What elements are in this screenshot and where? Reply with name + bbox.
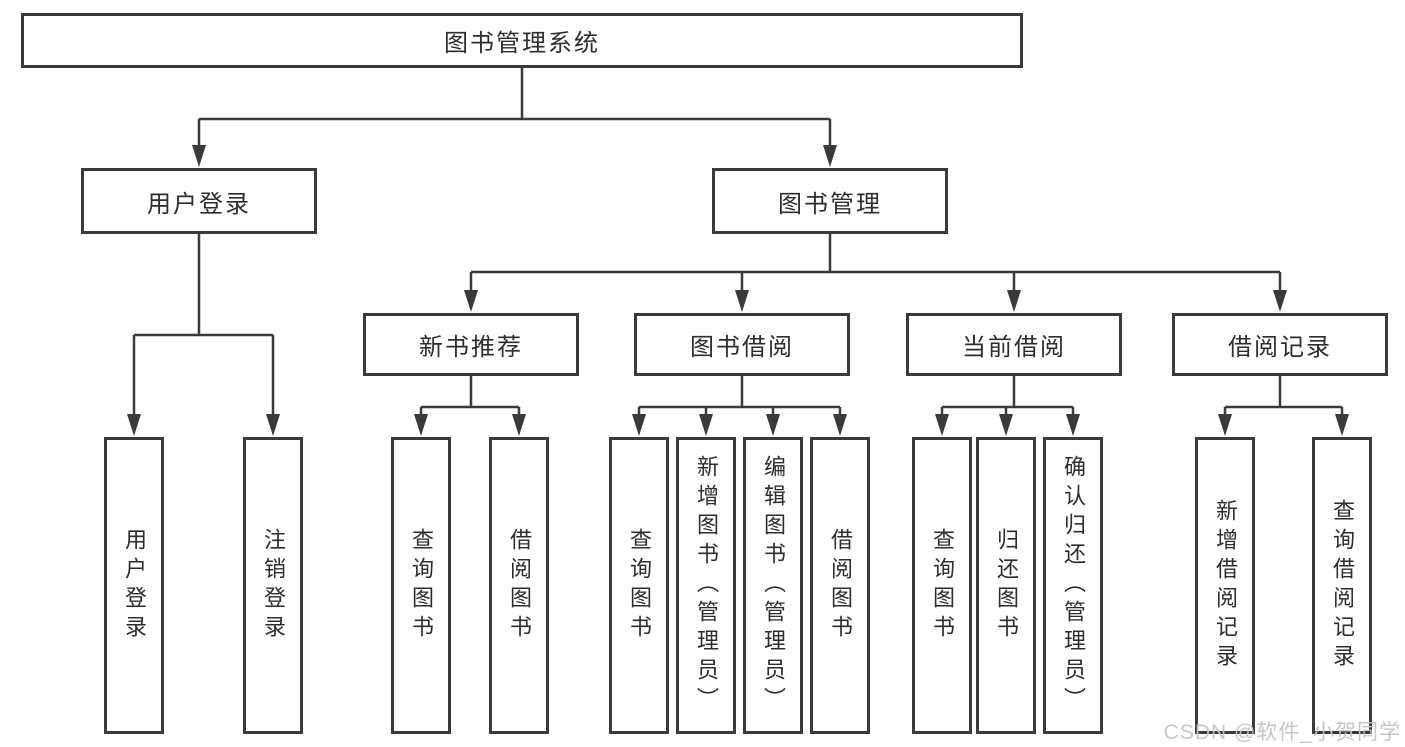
node-label: 新增借阅记录 bbox=[1213, 498, 1238, 673]
leaf-edit-books-admin: 编辑图书（管理员） bbox=[743, 437, 803, 734]
leaf-return-books: 归还图书 bbox=[976, 437, 1036, 734]
node-label: 图书管理系统 bbox=[444, 30, 600, 57]
node-library-management-system: 图书管理系统 bbox=[21, 13, 1023, 68]
node-user-login-branch: 用户登录 bbox=[81, 168, 317, 234]
node-new-book-recommend: 新书推荐 bbox=[363, 313, 579, 376]
node-label: 查询图书 bbox=[627, 527, 652, 644]
leaf-query-books-borrowing: 查询图书 bbox=[609, 437, 669, 734]
node-label: 归还图书 bbox=[994, 527, 1019, 644]
connector-group2-to-leaves bbox=[637, 376, 842, 417]
node-label: 图书管理 bbox=[778, 190, 882, 218]
node-label: 查询图书 bbox=[930, 527, 955, 644]
node-label: 用户登录 bbox=[147, 190, 251, 218]
leaf-add-books-admin: 新增图书（管理员） bbox=[676, 437, 736, 734]
node-label: 注销登录 bbox=[261, 527, 286, 644]
node-label: 用户登录 bbox=[122, 527, 147, 644]
connector-group4-to-leaves bbox=[1223, 376, 1344, 417]
leaf-borrow-books: 借阅图书 bbox=[810, 437, 870, 734]
leaf-confirm-return-admin: 确认归还（管理员） bbox=[1043, 437, 1103, 734]
node-label: 图书借阅 bbox=[690, 334, 794, 361]
csdn-watermark: CSDN @软件_小贺同学 bbox=[1163, 721, 1401, 744]
leaf-query-books-current: 查询图书 bbox=[912, 437, 972, 734]
leaf-query-borrow-record: 查询借阅记录 bbox=[1312, 437, 1372, 734]
node-label: 借阅图书 bbox=[828, 527, 853, 644]
node-label: 新增图书（管理员） bbox=[694, 455, 719, 716]
connector-group3-to-leaves bbox=[940, 376, 1075, 417]
connector-user-login-to-leaves bbox=[132, 234, 275, 417]
leaf-user-login: 用户登录 bbox=[104, 437, 164, 734]
leaf-logout: 注销登录 bbox=[243, 437, 303, 734]
node-current-borrowing: 当前借阅 bbox=[906, 313, 1122, 376]
node-label: 查询借阅记录 bbox=[1330, 498, 1355, 673]
connector-root-to-level2 bbox=[197, 68, 832, 147]
node-label: 查询图书 bbox=[409, 527, 434, 644]
node-label: 借阅记录 bbox=[1228, 334, 1332, 361]
node-label: 借阅图书 bbox=[507, 527, 532, 644]
node-book-borrowing: 图书借阅 bbox=[634, 313, 850, 376]
leaf-query-books-recommend: 查询图书 bbox=[391, 437, 451, 734]
node-label: 编辑图书（管理员） bbox=[761, 455, 786, 716]
node-label: 当前借阅 bbox=[962, 334, 1066, 361]
leaf-borrow-books-recommend: 借阅图书 bbox=[489, 437, 549, 734]
node-label: 新书推荐 bbox=[419, 334, 523, 361]
leaf-add-borrow-record: 新增借阅记录 bbox=[1195, 437, 1255, 734]
connector-book-mgmt-to-groups bbox=[469, 234, 1282, 292]
node-borrow-records: 借阅记录 bbox=[1172, 313, 1388, 376]
connector-group1-to-leaves bbox=[419, 376, 521, 417]
node-label: 确认归还（管理员） bbox=[1061, 455, 1086, 716]
node-book-management-branch: 图书管理 bbox=[712, 168, 948, 234]
